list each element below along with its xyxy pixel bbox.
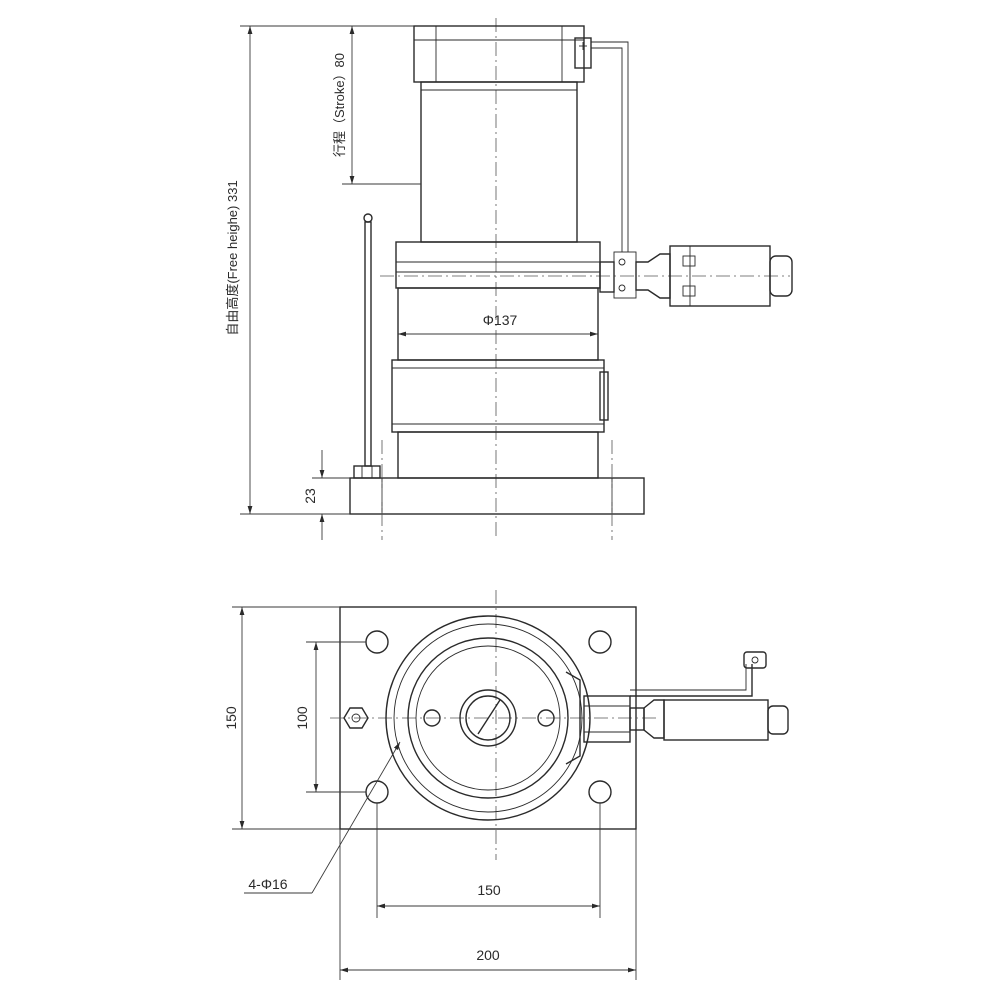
switch-end-cap — [769, 255, 793, 297]
front-view: 行程（Stroke）80 自由高度(Free heighe) 331 Φ137 … — [225, 18, 793, 540]
outer-band-circle — [385, 615, 591, 821]
switch-bracket — [613, 251, 637, 299]
ground-hex-nut — [343, 707, 369, 729]
top-switch-l-bracket — [630, 664, 753, 697]
cylinder-side-bracket — [565, 671, 581, 765]
center-gauge-outer — [459, 689, 517, 747]
cylinder-band — [391, 359, 605, 433]
switch-terminal-bottom — [682, 285, 696, 297]
mount-hole-bottom-left — [365, 780, 389, 804]
top-switch-bracket-hole — [751, 656, 759, 664]
switch-screw-top — [618, 258, 626, 266]
switch-terminal-top — [682, 255, 696, 267]
cylinder-neck — [397, 431, 599, 479]
ground-rod — [364, 221, 372, 467]
base-thickness-label: 23 — [302, 488, 318, 504]
width-label: 200 — [476, 947, 500, 963]
top-switch-end-cap — [767, 705, 789, 735]
cylinder-circle — [407, 637, 569, 799]
switch-screw-bottom — [618, 284, 626, 292]
piston-body — [420, 81, 578, 243]
mount-hole-top-left — [365, 630, 389, 654]
stroke-label: 行程（Stroke）80 — [332, 53, 347, 157]
mount-hole-top-right — [588, 630, 612, 654]
side-switch — [599, 245, 793, 307]
hole-spacing-vertical-label: 100 — [294, 706, 310, 730]
outer-band-inner-circle — [393, 623, 583, 813]
cap-terminal — [574, 37, 592, 69]
top-switch-body — [663, 699, 769, 741]
top-switch-mount — [583, 695, 631, 743]
top-switch-bracket-tab — [743, 651, 767, 669]
middle-collar — [395, 241, 601, 289]
inner-hole-left — [423, 709, 441, 727]
top-cap — [413, 25, 585, 83]
band-tab — [599, 371, 609, 421]
base-plate — [349, 477, 645, 515]
wire-inner — [591, 47, 623, 252]
ground-nut — [353, 465, 381, 479]
diameter-label: Φ137 — [483, 312, 518, 328]
top-switch-collar — [629, 707, 645, 731]
wire-outer — [591, 41, 629, 252]
hole-spacing-horizontal-label: 150 — [477, 882, 501, 898]
center-gauge-needle — [477, 699, 501, 735]
height-label: 150 — [223, 706, 239, 730]
cylinder-inner-circle — [415, 645, 561, 791]
top-switch-l-bracket-inner — [630, 664, 747, 691]
ground-rod-tip — [363, 213, 373, 223]
top-view: 150 100 4-Φ16 150 200 — [223, 590, 789, 980]
inner-hole-right — [537, 709, 555, 727]
mount-hole-bottom-right — [588, 780, 612, 804]
holes-leader — [311, 741, 401, 894]
center-gauge-inner — [465, 695, 511, 741]
free-height-label: 自由高度(Free heighe) 331 — [225, 180, 240, 335]
switch-mount — [599, 261, 615, 293]
top-switch — [583, 651, 789, 743]
top-switch-nut — [643, 699, 665, 739]
ground-hex-nut-hole — [351, 713, 361, 723]
holes-label: 4-Φ16 — [248, 876, 287, 892]
